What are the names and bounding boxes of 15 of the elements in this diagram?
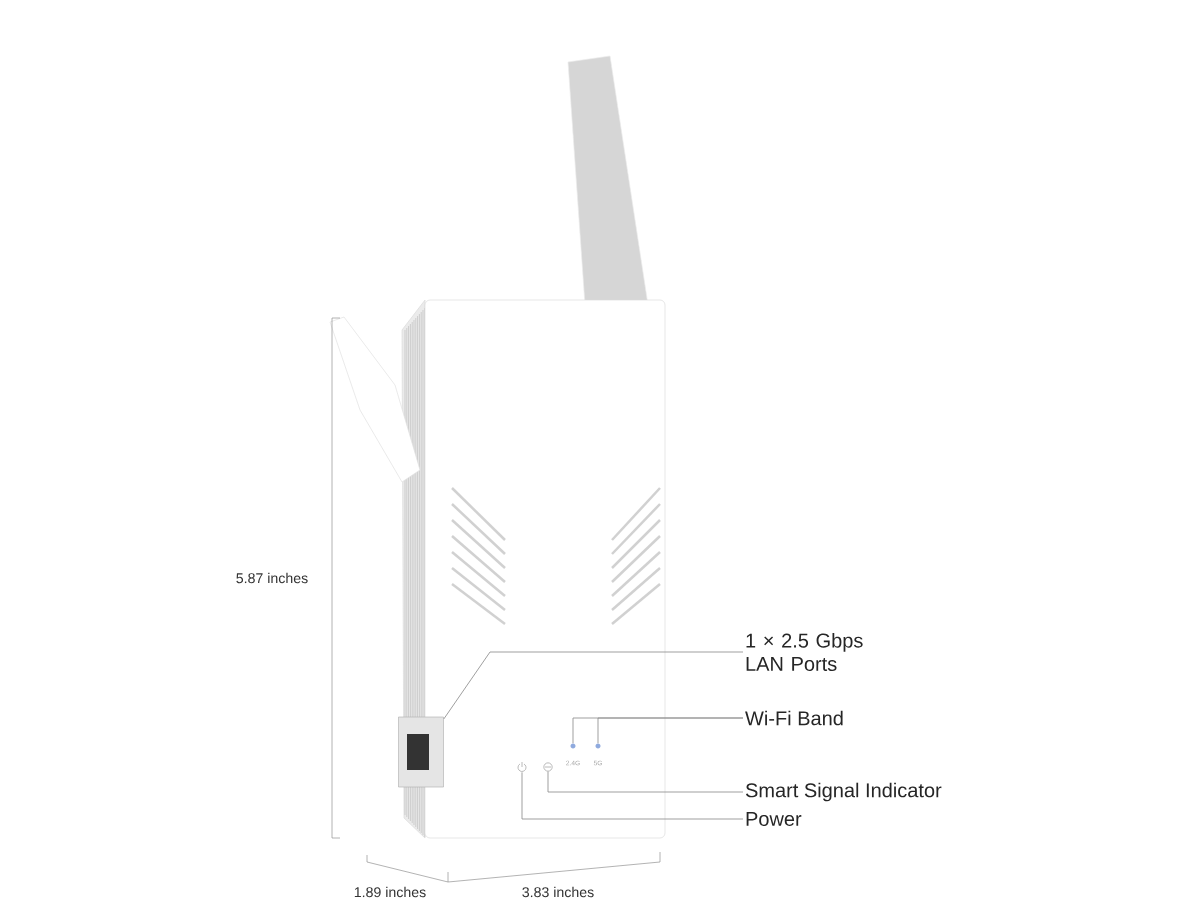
signal-icon [543, 762, 553, 772]
power-icon [517, 761, 527, 772]
led-light [570, 743, 576, 749]
callout-text: Power [746, 812, 802, 826]
lan-port [398, 716, 444, 788]
leader-line [443, 651, 744, 720]
led-light [595, 743, 601, 749]
dimension-label: 1.89 inches [354, 886, 426, 898]
dimension-label: 3.83 inches [522, 886, 594, 898]
dimension-label: 5.87 inches [236, 572, 308, 584]
leader-line [521, 771, 744, 820]
callout-text: Wi-Fi Band [745, 710, 843, 726]
callout-text: 1 × 2.5 Gbps LAN Ports [746, 633, 863, 671]
callout-text: Smart Signal Indicator [745, 782, 942, 802]
leader-line [547, 771, 744, 793]
